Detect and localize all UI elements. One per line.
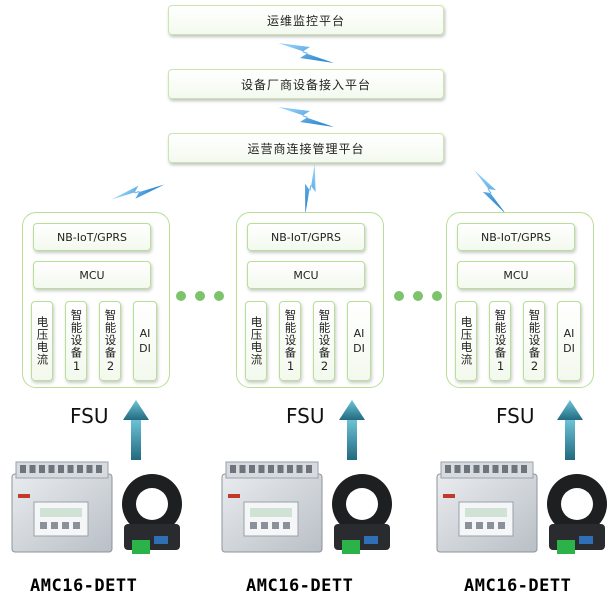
meter-device-icon [221,461,392,554]
platform-carrier-connection: 运营商连接管理平台 [168,133,444,163]
ai-di-cell: AI DI [557,301,581,381]
ai-label: AI [563,327,575,340]
up-arrow-icon [339,400,365,460]
comm-label: NB-IoT/GPRS [481,230,551,244]
cell-label: 智能设备2 [103,308,118,374]
mcu-label: MCU [79,268,105,282]
platform-label: 设备厂商设备接入平台 [240,77,371,92]
cell-label: 电压电流 [249,316,264,366]
ai-label: AI [139,327,151,340]
ellipsis-dots-icon [176,291,224,301]
voltage-current-cell: 电压电流 [455,301,477,381]
cell-label: 智能设备1 [493,308,508,374]
cell-label: 智能设备2 [527,308,542,374]
ai-di-cell: AI DI [133,301,157,381]
lightning-icon [305,163,316,215]
product-label: AMC16-DETT [30,576,138,596]
mcu-label: MCU [503,268,529,282]
cell-label: 智能设备1 [69,308,84,374]
platform-ops-monitoring: 运维监控平台 [168,5,444,35]
comm-label: NB-IoT/GPRS [271,230,341,244]
comm-module: NB-IoT/GPRS [247,223,365,251]
fsu-unit-3: NB-IoT/GPRS MCU 电压电流 智能设备1 智能设备2 AI DI [446,212,594,388]
di-label: DI [139,342,151,355]
platform-label: 运营商连接管理平台 [247,141,365,156]
meter-device-icon [11,461,182,554]
di-label: DI [563,342,575,355]
smart-device-2-cell: 智能设备2 [313,301,335,381]
platform-label: 运维监控平台 [266,13,345,28]
cell-label: 智能设备1 [283,308,298,374]
mcu-module: MCU [33,261,151,289]
mcu-module: MCU [457,261,575,289]
current-sensor-icon [332,474,392,554]
up-arrow-icon [557,400,583,460]
ai-label: AI [353,327,365,340]
lightning-icon [111,184,165,200]
product-label: AMC16-DETT [464,576,572,596]
meter-device-icon [436,461,607,554]
comm-module: NB-IoT/GPRS [33,223,151,251]
lightning-icon [473,169,507,215]
fsu-label: FSU [70,404,109,428]
smart-device-1-cell: 智能设备1 [65,301,87,381]
smart-device-1-cell: 智能设备1 [489,301,511,381]
comm-module: NB-IoT/GPRS [457,223,575,251]
mcu-module: MCU [247,261,365,289]
fsu-unit-1: NB-IoT/GPRS MCU 电压电流 智能设备1 智能设备2 AI DI [22,212,170,388]
current-sensor-icon [547,474,607,554]
di-label: DI [353,342,365,355]
smart-device-1-cell: 智能设备1 [279,301,301,381]
voltage-current-cell: 电压电流 [31,301,53,381]
lightning-icon [278,43,334,63]
ellipsis-dots-icon [394,291,442,301]
voltage-current-cell: 电压电流 [245,301,267,381]
smart-device-2-cell: 智能设备2 [99,301,121,381]
current-sensor-icon [122,474,182,554]
fsu-unit-2: NB-IoT/GPRS MCU 电压电流 智能设备1 智能设备2 AI DI [236,212,384,388]
smart-device-2-cell: 智能设备2 [523,301,545,381]
product-label: AMC16-DETT [246,576,354,596]
mcu-label: MCU [293,268,319,282]
comm-label: NB-IoT/GPRS [57,230,127,244]
fsu-label: FSU [286,404,325,428]
ai-di-cell: AI DI [347,301,371,381]
lightning-icon [278,107,334,127]
cell-label: 电压电流 [459,316,474,366]
platform-vendor-access: 设备厂商设备接入平台 [168,69,444,99]
up-arrow-icon [123,400,149,460]
cell-label: 智能设备2 [317,308,332,374]
fsu-label: FSU [496,404,535,428]
cell-label: 电压电流 [35,316,50,366]
